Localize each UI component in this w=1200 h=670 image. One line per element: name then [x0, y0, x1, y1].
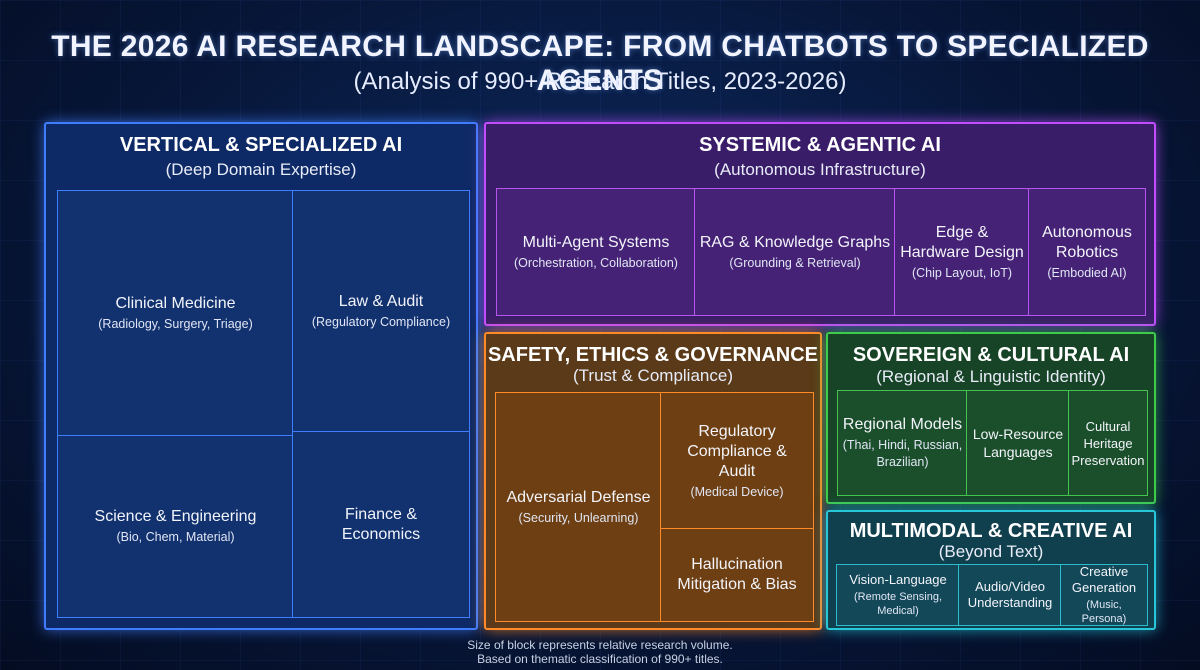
footnote: Size of block represents relative resear…: [0, 638, 1200, 666]
category-subtitle: (Deep Domain Expertise): [165, 160, 357, 179]
category-title: SAFETY, ETHICS & GOVERNANCE: [487, 344, 819, 366]
cell-regulatory-compliance-audit: Regulatory Compliance & Audit (Medical D…: [660, 392, 814, 530]
category-title: SOVEREIGN & CULTURAL AI: [852, 344, 1130, 366]
category-sovereign-cultural: SOVEREIGN & CULTURAL AI (Regional & Ling…: [826, 332, 1156, 504]
cell-low-resource-languages: Low-Resource Languages: [966, 390, 1070, 496]
category-subtitle: (Beyond Text): [938, 542, 1044, 561]
category-title: VERTICAL & SPECIALIZED AI: [119, 134, 403, 156]
cell-multi-agent-systems: Multi-Agent Systems (Orchestration, Coll…: [496, 188, 696, 316]
cell-audio-video-understanding: Audio/Video Understanding: [958, 564, 1062, 626]
cell-cultural-heritage-preservation: Cultural Heritage Preservation: [1068, 390, 1148, 496]
category-vertical-specialized: VERTICAL & SPECIALIZED AI (Deep Domain E…: [44, 122, 478, 630]
cell-edge-hardware-design: Edge & Hardware Design (Chip Layout, IoT…: [894, 188, 1030, 316]
category-multimodal-creative: MULTIMODAL & CREATIVE AI (Beyond Text) V…: [826, 510, 1156, 630]
page-title: THE 2026 AI RESEARCH LANDSCAPE: FROM CHA…: [51, 30, 1149, 97]
cell-clinical-medicine: Clinical Medicine (Radiology, Surgery, T…: [57, 190, 294, 437]
footnote-line-2: Based on thematic classification of 990+…: [477, 652, 723, 666]
cell-creative-generation: Creative Generation (Music, Persona): [1060, 564, 1148, 626]
cell-regional-models: Regional Models (Thai, Hindi, Russian, B…: [837, 390, 968, 496]
category-systemic-agentic: SYSTEMIC & AGENTIC AI (Autonomous Infras…: [484, 122, 1156, 326]
cell-rag-knowledge-graphs: RAG & Knowledge Graphs (Grounding & Retr…: [694, 188, 896, 316]
cell-hallucination-mitigation-bias: Hallucination Mitigation & Bias: [660, 528, 814, 622]
category-safety-ethics-governance: SAFETY, ETHICS & GOVERNANCE (Trust & Com…: [484, 332, 822, 630]
category-subtitle: (Trust & Compliance): [573, 366, 733, 385]
footnote-line-1: Size of block represents relative resear…: [467, 638, 733, 652]
page-subtitle: (Analysis of 990+ Research Titles, 2023-…: [353, 68, 847, 95]
cell-science-engineering: Science & Engineering (Bio, Chem, Materi…: [57, 435, 294, 618]
cell-autonomous-robotics: Autonomous Robotics (Embodied AI): [1028, 188, 1146, 316]
category-subtitle: (Regional & Linguistic Identity): [876, 367, 1106, 386]
cell-vision-language: Vision-Language (Remote Sensing, Medical…: [836, 564, 960, 626]
category-title: SYSTEMIC & AGENTIC AI: [699, 134, 941, 156]
category-title: MULTIMODAL & CREATIVE AI: [849, 520, 1133, 542]
cell-finance-economics: Finance & Economics: [292, 431, 470, 618]
cell-adversarial-defense: Adversarial Defense (Security, Unlearnin…: [495, 392, 662, 622]
category-subtitle: (Autonomous Infrastructure): [714, 160, 926, 179]
cell-law-audit: Law & Audit (Regulatory Compliance): [292, 190, 470, 433]
